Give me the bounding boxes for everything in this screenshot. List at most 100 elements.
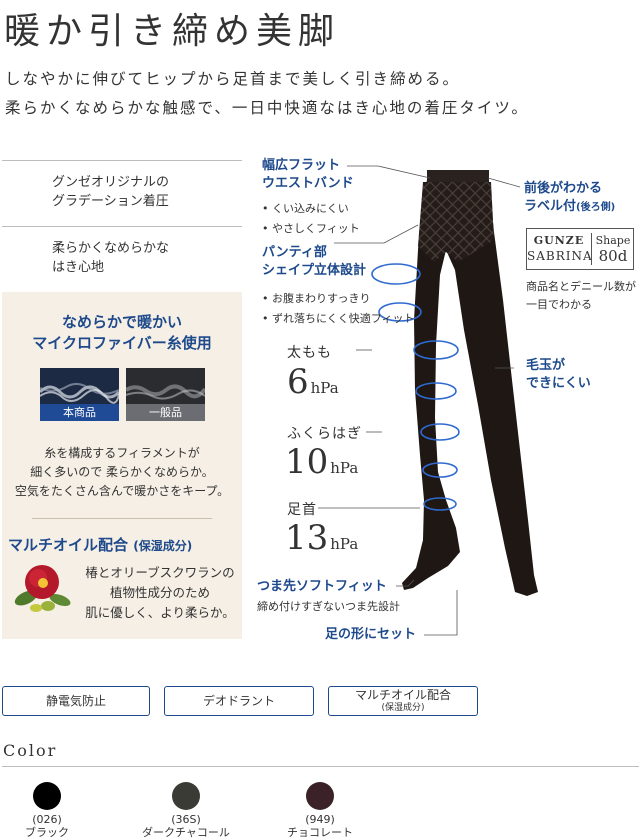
label-title-line-1: 前後がわかる (524, 181, 603, 196)
brand-name-1: GUNZE (533, 234, 585, 247)
color-dark-charcoal-name: ダークチャコール (142, 826, 230, 838)
feature-gradation-line-2: グラデーション着圧 (52, 194, 169, 209)
tag-antistatic-label: 静電気防止 (45, 694, 106, 708)
fiber-label-general: 一般品 (126, 404, 205, 421)
pilling-title: 毛玉が できにくい (526, 357, 591, 393)
tights-illustration (318, 165, 538, 636)
color-chocolate-name: チョコレート (287, 826, 353, 838)
label-description: 商品名とデニール数が 一目でわかる (526, 278, 636, 314)
fiber-label-this-product: 本商品 (40, 404, 119, 421)
brand-name-2: SABRINA (527, 249, 593, 263)
pressure-thigh-label: 太もも (287, 345, 332, 361)
pressure-thigh-number: 6 (287, 362, 309, 402)
waist-bullet-1: • くい込みにくい (262, 202, 349, 215)
microfiber-title: なめらかで暖かい マイクロファイバー糸使用 (2, 312, 242, 354)
label-desc-line-1: 商品名とデニール数が (526, 280, 636, 293)
brand-shape: Shape (595, 234, 631, 247)
panty-bullet-2: • ずれ落ちにくく快適フィット (262, 312, 415, 325)
tag-antistatic: 静電気防止 (2, 686, 150, 716)
toe-title: つま先ソフトフィット (257, 579, 387, 594)
feature-smooth-line-1: 柔らかくなめらかな (52, 241, 170, 256)
oil-title: マルチオイル配合 (保湿成分) (8, 534, 192, 555)
color-black-code: (026) (32, 813, 62, 826)
microfiber-title-line-1: なめらかで暖かい (61, 313, 182, 331)
feature-smooth: 柔らかくなめらかな はき心地 (52, 239, 169, 277)
oil-desc-line-3: 肌に優しく、より柔らか。 (85, 605, 235, 620)
waist-bullet-2-text: やさしくフィット (272, 222, 360, 235)
pressure-calf-label: ふくらはぎ (287, 426, 362, 442)
panty-title-line-1: パンティ部 (262, 245, 327, 260)
panty-mesh (418, 182, 494, 262)
brand-label-divider (591, 233, 592, 265)
brand-denier: 80d (598, 247, 628, 265)
color-swatch-black[interactable] (33, 782, 61, 810)
feature-gradation: グンゼオリジナルの グラデーション着圧 (52, 173, 169, 211)
tag-deodorant: デオドラント (164, 686, 314, 716)
panty-title: パンティ部 シェイプ立体設計 (262, 244, 366, 280)
pressure-calf-number: 10 (285, 442, 329, 482)
waist-title-line-2: ウエストバンド (262, 176, 354, 191)
feature-gradation-line-1: グンゼオリジナルの (52, 175, 170, 190)
fiber-image-general: 一般品 (126, 368, 205, 421)
compression-rings (371, 263, 460, 511)
label-title-sub: (後ろ側) (576, 202, 616, 213)
panty-bullet-1-text: お腹まわりすっきり (272, 292, 371, 305)
feature-smooth-line-2: はき心地 (52, 260, 105, 275)
pilling-title-line-1: 毛玉が (526, 358, 566, 373)
oil-description: 椿とオリーブスクワランの 植物性成分のため 肌に優しく、より柔らか。 (80, 563, 240, 623)
intro-line-1: しなやかに伸びてヒップから足首まで美しく引き締める。 (5, 70, 461, 88)
tag-deodorant-label: デオドラント (202, 694, 275, 708)
color-chocolate-code: (949) (305, 813, 335, 826)
camellia-illustration (12, 560, 74, 616)
color-swatch-dark-charcoal[interactable] (172, 782, 200, 810)
panty-bullet-1: • お腹まわりすっきり (262, 292, 371, 305)
microfiber-title-line-2: マイクロファイバー糸使用 (32, 334, 212, 352)
color-black-caption: (026) ブラック (0, 813, 102, 838)
color-dark-charcoal-caption: (36S) ダークチャコール (131, 813, 241, 838)
label-title-line-2-text: ラベル付 (524, 199, 577, 214)
tag-multi-oil: マルチオイル配合 (保湿成分) (328, 686, 478, 716)
tights-body (402, 176, 538, 596)
page-title: 暖か引き締め美脚 (4, 11, 341, 52)
microfiber-panel: なめらかで暖かい マイクロファイバー糸使用 本商品 一般品 糸を構成するフィラメ… (2, 292, 242, 639)
pressure-thigh-unit: hPa (310, 379, 339, 397)
microfiber-desc-line-2: 細く多いので 柔らかくなめらか。 (30, 465, 214, 479)
oil-desc-line-1: 椿とオリーブスクワランの (85, 565, 235, 580)
toe-description: 締め付けすぎないつま先設計 (257, 600, 400, 613)
waist-title: 幅広フラット ウエストバンド (262, 157, 354, 193)
intro-line-2: 柔らかくなめらかな触感で、一日中快適なはき心地の着圧タイツ。 (5, 99, 529, 117)
pressure-calf-unit: hPa (330, 459, 359, 477)
brand-label: GUNZE SABRINA Shape 80d (526, 228, 634, 270)
label-title: 前後がわかる ラベル付(後ろ側) (524, 180, 615, 217)
color-black-name: ブラック (25, 826, 69, 838)
color-swatch-chocolate[interactable] (306, 782, 334, 810)
label-desc-line-2: 一目でわかる (526, 298, 592, 311)
waist-title-line-1: 幅広フラット (262, 158, 341, 173)
microfiber-desc-line-3: 空気をたくさん含んで暖かさをキープ。 (14, 484, 230, 498)
divider (2, 766, 639, 767)
waistband (427, 170, 489, 182)
panty-title-line-2: シェイプ立体設計 (262, 263, 367, 278)
fiber-image-this-product: 本商品 (40, 368, 119, 421)
color-heading: Color (3, 741, 58, 760)
divider (2, 226, 242, 227)
pressure-ankle-label: 足首 (287, 502, 317, 518)
tag-multi-oil-sub: (保湿成分) (381, 703, 425, 713)
foot-title: 足の形にセット (325, 627, 417, 642)
pilling-title-line-2: できにくい (526, 376, 591, 391)
microfiber-desc-line-1: 糸を構成するフィラメントが (44, 446, 200, 460)
label-title-line-2: ラベル付(後ろ側) (524, 198, 615, 217)
microfiber-description: 糸を構成するフィラメントが 細く多いので 柔らかくなめらか。 空気をたくさん含ん… (2, 444, 242, 501)
oil-title-sub: (保湿成分) (133, 539, 193, 553)
pressure-ankle-unit: hPa (330, 535, 359, 553)
color-chocolate-caption: (949) チョコレート (265, 813, 375, 838)
divider (32, 518, 212, 519)
pressure-ankle-number: 13 (285, 518, 329, 558)
color-dark-charcoal-code: (36S) (171, 813, 201, 826)
oil-title-main: マルチオイル配合 (8, 536, 129, 554)
waist-bullet-2: • やさしくフィット (262, 222, 360, 235)
divider (2, 160, 242, 161)
